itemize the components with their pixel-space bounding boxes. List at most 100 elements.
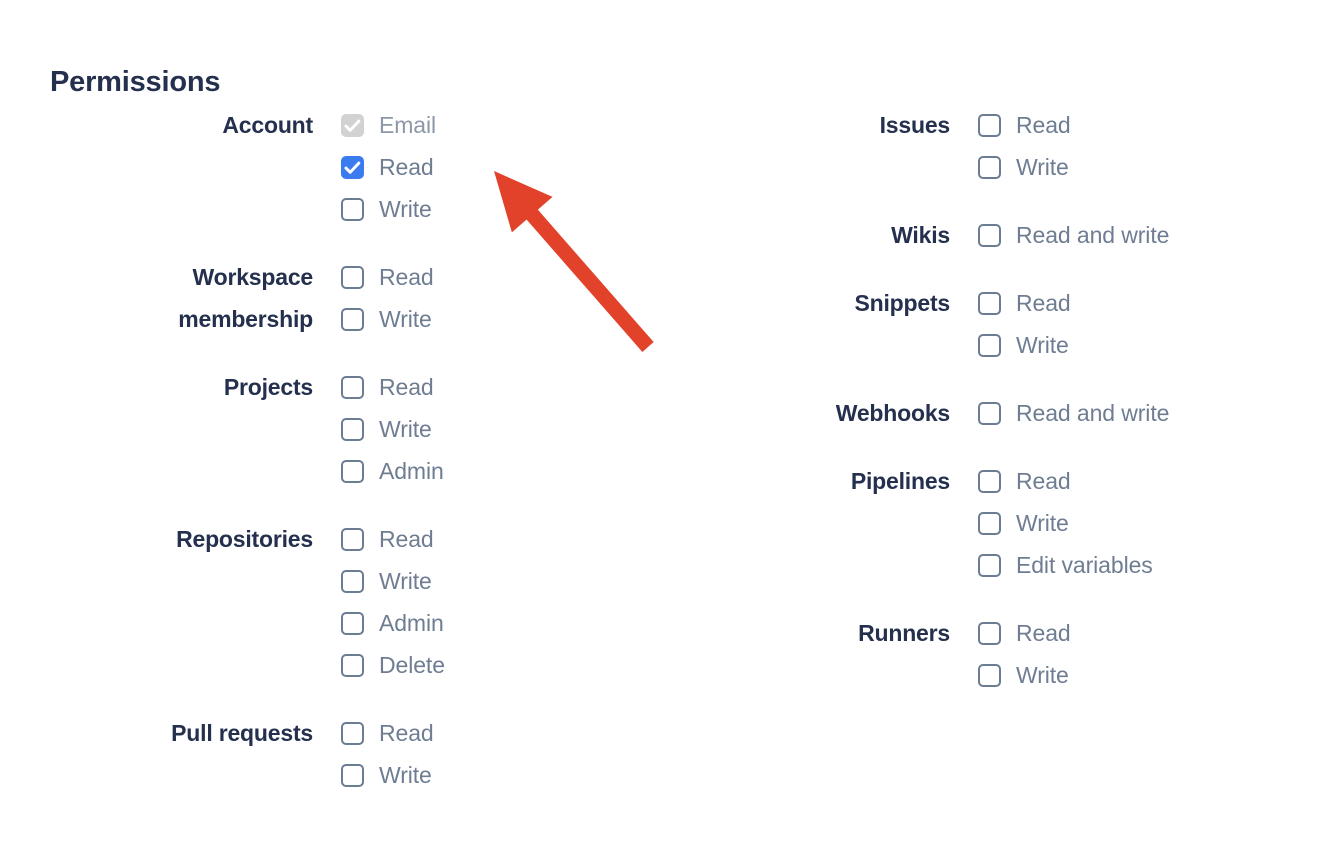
permission-row-pull-requests-write: Write — [341, 754, 620, 796]
permission-label-repositories-read[interactable]: Read — [379, 525, 434, 552]
permission-label-account-email: Email — [379, 111, 437, 138]
permission-row-account-write: Write — [341, 188, 620, 230]
permission-row-snippets-write: Write — [978, 324, 1240, 366]
checkbox-unchecked-icon[interactable] — [978, 155, 1001, 179]
permission-group-label-projects: Projects — [223, 374, 313, 400]
permission-row-repositories-delete: Delete — [341, 644, 620, 686]
permission-label-workspace-membership-read[interactable]: Read — [379, 263, 434, 290]
checkbox-unchecked-icon[interactable] — [341, 265, 364, 289]
checkbox-unchecked-icon[interactable] — [341, 569, 364, 593]
permission-label-repositories-write[interactable]: Write — [379, 567, 432, 594]
permission-row-account-read: Read — [341, 146, 620, 188]
checkbox-unchecked-icon[interactable] — [341, 611, 364, 635]
permission-label-pipelines-write[interactable]: Write — [1016, 509, 1069, 536]
permission-row-runners-read: Read — [978, 612, 1240, 654]
checkbox-unchecked-icon[interactable] — [341, 721, 364, 745]
checkbox-unchecked-icon[interactable] — [341, 417, 364, 441]
checkbox-unchecked-icon[interactable] — [978, 333, 1001, 357]
checkbox-unchecked-icon[interactable] — [341, 527, 364, 551]
checkbox-unchecked-icon[interactable] — [978, 621, 1001, 645]
permission-row-issues-write: Write — [978, 146, 1240, 188]
permission-row-webhooks-read-and-write: Read and write — [978, 392, 1240, 434]
permission-label-pull-requests-read[interactable]: Read — [379, 719, 434, 746]
permission-label-projects-admin[interactable]: Admin — [379, 457, 444, 484]
checkbox-unchecked-icon[interactable] — [341, 375, 364, 399]
permission-label-snippets-read[interactable]: Read — [1016, 289, 1071, 316]
permission-label-snippets-write[interactable]: Write — [1016, 331, 1069, 358]
permission-group-label-account: Account — [222, 112, 313, 138]
permission-label-pipelines-read[interactable]: Read — [1016, 467, 1071, 494]
checkbox-unchecked-icon[interactable] — [341, 197, 364, 221]
checkbox-unchecked-icon[interactable] — [978, 223, 1001, 247]
permission-label-issues-read[interactable]: Read — [1016, 111, 1071, 138]
permission-label-runners-write[interactable]: Write — [1016, 661, 1069, 688]
permission-options-wikis: Read and write — [978, 214, 1240, 256]
permission-label-pull-requests-write[interactable]: Write — [379, 761, 432, 788]
page-title: Permissions — [50, 66, 221, 99]
permission-group-label-repositories: Repositories — [176, 526, 313, 552]
permission-label-repositories-admin[interactable]: Admin — [379, 609, 444, 636]
permission-label-webhooks-read-and-write[interactable]: Read and write — [1016, 399, 1170, 426]
checkbox-unchecked-icon[interactable] — [978, 291, 1001, 315]
checkbox-unchecked-icon[interactable] — [341, 763, 364, 787]
permission-label-workspace-membership-write[interactable]: Write — [379, 305, 432, 332]
permission-group-webhooks: Webhooks Read and write — [620, 392, 1240, 434]
permission-label-pipelines-edit-variables[interactable]: Edit variables — [1016, 551, 1153, 578]
permission-row-pipelines-write: Write — [978, 502, 1240, 544]
checkbox-unchecked-icon[interactable] — [978, 553, 1001, 577]
permission-row-snippets-read: Read — [978, 282, 1240, 324]
checkbox-unchecked-icon[interactable] — [978, 663, 1001, 687]
permission-row-repositories-read: Read — [341, 518, 620, 560]
permission-row-pipelines-read: Read — [978, 460, 1240, 502]
permission-row-projects-admin: Admin — [341, 450, 620, 492]
checkbox-unchecked-icon[interactable] — [978, 401, 1001, 425]
permission-group-label-webhooks: Webhooks — [835, 400, 950, 426]
permission-group-label-issues: Issues — [879, 112, 951, 138]
checkbox-unchecked-icon[interactable] — [978, 469, 1001, 493]
permission-row-wikis-read-and-write: Read and write — [978, 214, 1240, 256]
permission-label-issues-write[interactable]: Write — [1016, 153, 1069, 180]
permission-row-pull-requests-read: Read — [341, 712, 620, 754]
permission-label-runners-read[interactable]: Read — [1016, 619, 1071, 646]
permission-label-repositories-delete[interactable]: Delete — [379, 651, 445, 678]
checkbox-unchecked-icon[interactable] — [341, 653, 364, 677]
checkbox-unchecked-icon[interactable] — [978, 113, 1001, 137]
permission-label-projects-write[interactable]: Write — [379, 415, 432, 442]
permission-label-projects-read[interactable]: Read — [379, 373, 434, 400]
permission-group-label-runners: Runners — [858, 620, 950, 646]
permission-row-projects-write: Write — [341, 408, 620, 450]
permission-label-account-write[interactable]: Write — [379, 195, 432, 222]
permission-row-repositories-write: Write — [341, 560, 620, 602]
permission-label-wikis-read-and-write[interactable]: Read and write — [1016, 221, 1170, 248]
permission-group-label-wikis: Wikis — [891, 222, 950, 248]
permission-row-repositories-admin: Admin — [341, 602, 620, 644]
permission-group-label-workspace-membership: Workspace membership — [178, 264, 313, 332]
permission-label-account-read[interactable]: Read — [379, 153, 434, 180]
checkbox-disabled-checked-icon — [341, 113, 364, 137]
checkbox-unchecked-icon[interactable] — [341, 459, 364, 483]
checkbox-checked-icon[interactable] — [341, 155, 364, 179]
permission-row-projects-read: Read — [341, 366, 620, 408]
checkbox-unchecked-icon[interactable] — [978, 511, 1001, 535]
checkbox-unchecked-icon[interactable] — [341, 307, 364, 331]
